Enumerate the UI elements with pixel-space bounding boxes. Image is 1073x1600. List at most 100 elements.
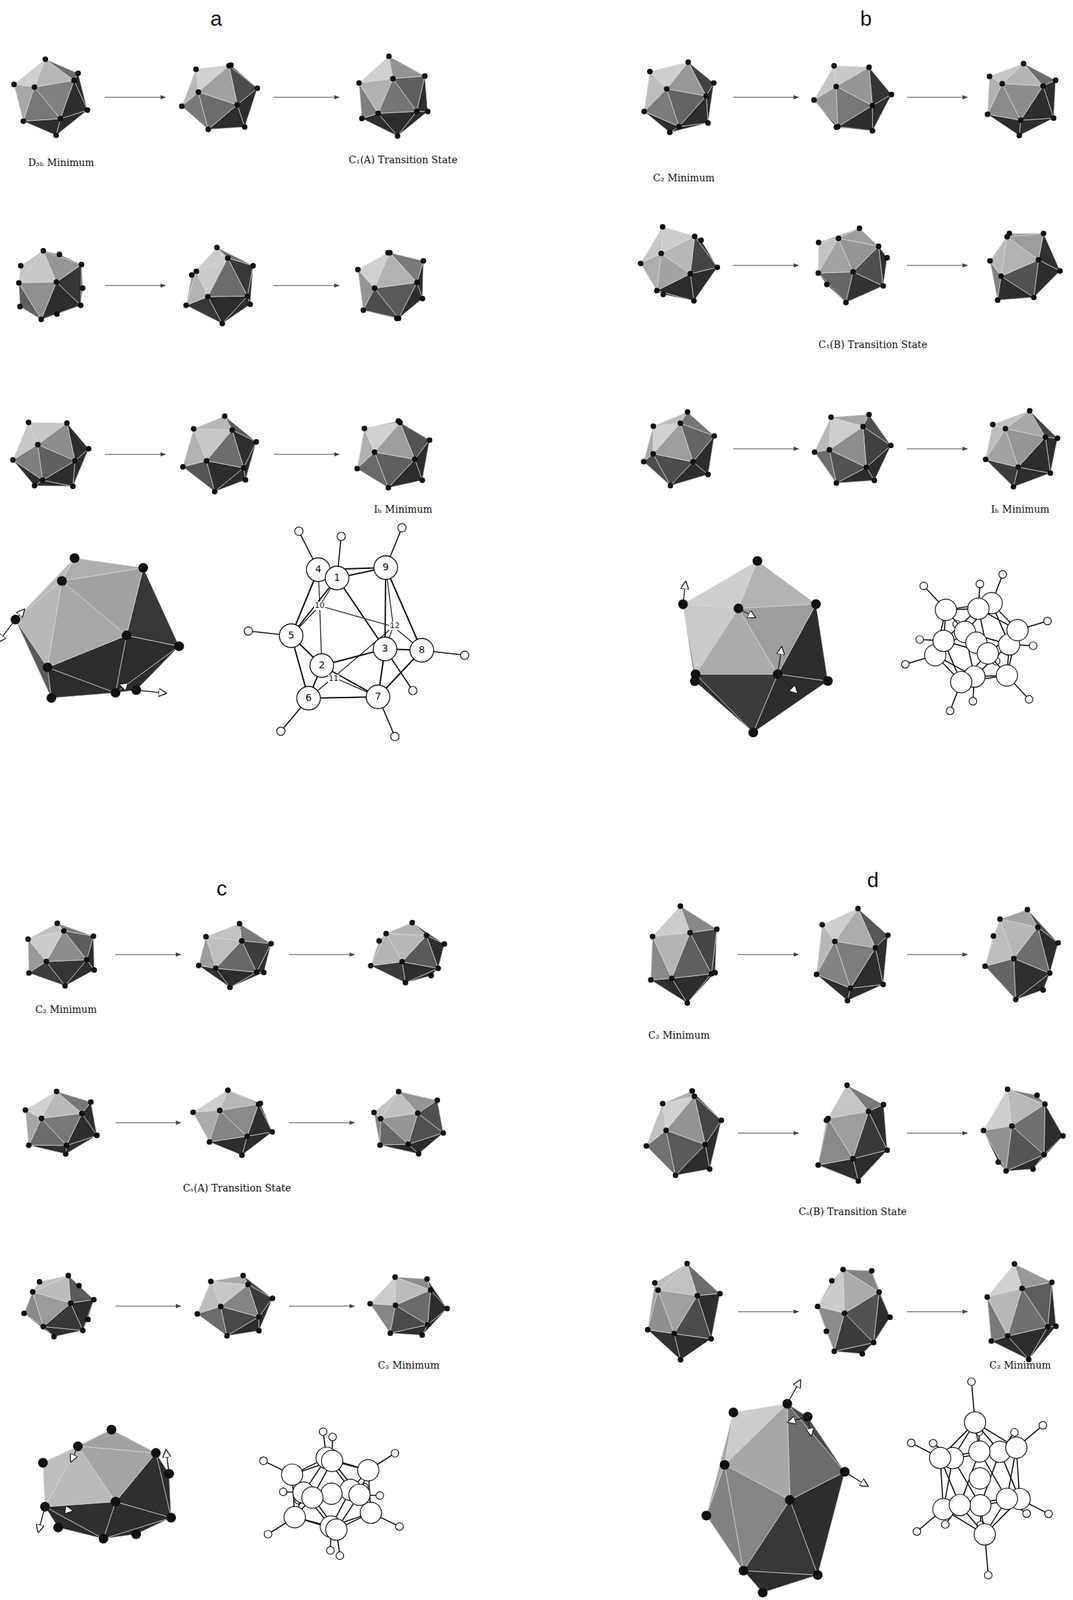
vertex-dot (831, 63, 837, 69)
vertex-dot (1053, 1323, 1060, 1330)
vertex-dot (785, 1495, 796, 1506)
polyhedron-face (395, 1290, 431, 1326)
vertex-dot (375, 110, 381, 117)
displacement-vector (683, 581, 686, 604)
vertex-dot (227, 984, 233, 991)
vertex-dot (1013, 997, 1019, 1003)
vertex-dot (1027, 407, 1033, 414)
polyhedron-face (1005, 428, 1046, 468)
polyhedron-face (983, 1089, 1012, 1132)
vertex-dot (708, 1336, 714, 1342)
vertex-dot (68, 1300, 74, 1307)
vertex-dot (705, 471, 711, 478)
vertex-dot (205, 293, 211, 300)
vertex-dot (65, 1273, 71, 1279)
vertex-dot (870, 127, 876, 134)
vertex-dot (876, 1289, 882, 1296)
vertex-dot (836, 235, 842, 242)
vertex-dot (1004, 1086, 1011, 1093)
polyhedron-face (834, 908, 875, 948)
pathway-arrow (906, 96, 968, 98)
vertex-dot (646, 68, 653, 75)
polyhedron-face (828, 1111, 869, 1160)
vertex-dot (36, 1279, 43, 1285)
vertex-dot (650, 423, 657, 429)
vertex-dot (815, 1162, 821, 1169)
vertex-dot (982, 456, 989, 463)
structure-caption: C₁(B) Transition State (818, 339, 928, 351)
vertex-dot (88, 1099, 94, 1105)
polyhedron-face (386, 934, 427, 963)
vertex-dot (387, 250, 393, 256)
vertex-dot (409, 920, 415, 926)
vertex-dot (1045, 1324, 1051, 1331)
vertex-dot (998, 273, 1005, 280)
pathway-arrow (104, 284, 166, 286)
vertex-dot (637, 260, 644, 267)
vertex-dot (269, 1129, 276, 1135)
atom (935, 599, 957, 621)
polyhedron (367, 920, 447, 987)
atom (968, 1441, 991, 1463)
vertex-dot (1057, 268, 1063, 274)
atom (410, 638, 434, 663)
displacement-vector (788, 1416, 808, 1423)
atom (373, 555, 398, 580)
atom (325, 1519, 348, 1541)
ligand-atom (264, 1530, 272, 1539)
vertex-dot (687, 271, 693, 277)
vertex-dot (225, 255, 231, 261)
atom (348, 1484, 371, 1506)
vertex-dot (644, 1327, 651, 1333)
polyhedron-face (28, 1145, 67, 1155)
vertex-dot (69, 553, 80, 563)
vertex-dot (216, 1107, 223, 1114)
vertex-dot (757, 1587, 768, 1598)
vertex-dot (138, 562, 149, 573)
vertex-dot (424, 1322, 431, 1329)
vertex-dot (687, 929, 693, 936)
atom (1005, 1437, 1028, 1459)
vertex-dot (93, 1132, 100, 1139)
displacement-vector (70, 1446, 78, 1463)
vertex-dot (193, 66, 199, 73)
vertex-dot (833, 480, 840, 486)
polyhedron-face (386, 922, 427, 937)
atom-number: 6 (305, 692, 313, 704)
bond (333, 626, 394, 678)
vertex-dot (367, 1301, 374, 1308)
polyhedron-face (787, 1404, 846, 1502)
vertex-dot (719, 1460, 730, 1470)
polyhedron-face (652, 906, 691, 937)
vertex-dot (20, 118, 27, 124)
polyhedron-face (23, 118, 61, 136)
vertex-dot (405, 1141, 411, 1148)
ball-and-stick-model (243, 523, 469, 742)
polyhedron-face (41, 1114, 83, 1146)
vertex-dot (706, 1166, 713, 1173)
vertex-dot (648, 977, 654, 984)
vertex-dot (710, 80, 717, 87)
vertex-dot (361, 426, 367, 432)
vertex-dot (1041, 1152, 1047, 1158)
vertex-dot (166, 1512, 176, 1523)
vertex-dot (25, 936, 31, 943)
polyhedron (371, 1088, 447, 1158)
polyhedron-face (666, 88, 707, 127)
vertex-dot (813, 972, 820, 978)
ligand-atom (279, 1488, 288, 1497)
ligand-atom (391, 1449, 399, 1458)
polyhedron-face (46, 931, 87, 962)
vertex-dot (421, 72, 428, 79)
vertex-dot (1011, 1261, 1018, 1267)
pathway-arrow (733, 448, 799, 449)
vertex-dot (18, 263, 24, 269)
vertex-dot (980, 1127, 987, 1134)
vertex-dot (685, 59, 691, 65)
polyhedron (678, 555, 833, 738)
ligand-atom (390, 732, 399, 741)
atom (932, 630, 955, 652)
